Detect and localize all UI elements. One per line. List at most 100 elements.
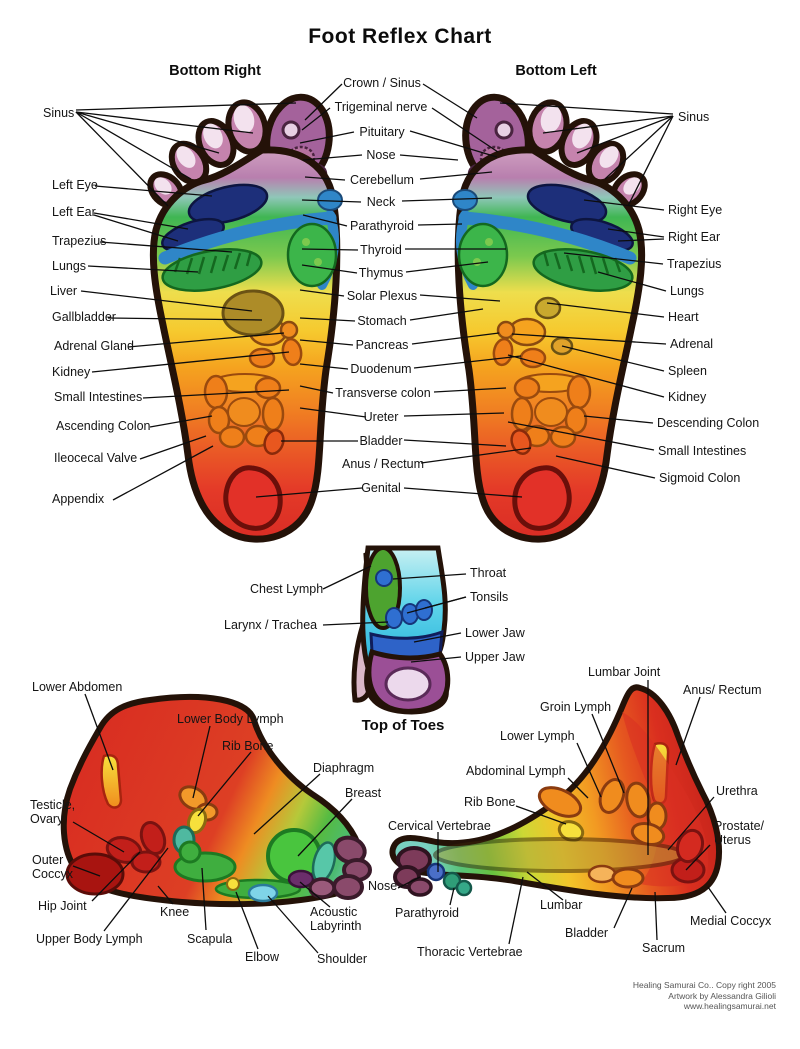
leader-line-chest-lymph — [322, 565, 372, 590]
liver-blob — [221, 289, 285, 337]
leader-line-parathyroid-top — [417, 223, 463, 226]
leader-line-nose-top — [399, 154, 459, 161]
leader-line-stomach — [299, 317, 356, 322]
leader-line-pituitary — [409, 130, 498, 158]
leader-line-genital — [403, 487, 523, 498]
leader-line-prostate-uterus — [685, 844, 711, 871]
leader-line-right-eye — [583, 199, 665, 211]
leader-line-liver — [80, 290, 253, 312]
leader-line-spleen — [561, 345, 665, 372]
leader-line-pancreas — [411, 332, 500, 345]
credit-line-2: Artwork by Alessandra Gilioli — [668, 990, 776, 1001]
leader-line-ureter — [403, 412, 505, 417]
leader-line-crown-sinus — [422, 83, 478, 119]
leader-line-small-intestines-right — [507, 421, 655, 451]
leader-line-solar-plexus — [299, 289, 345, 297]
leader-line-larynx-trachea — [322, 621, 389, 626]
leader-line-bladder-top — [403, 439, 507, 447]
leader-line-neck — [401, 197, 493, 202]
credit-line-3: www.healingsamurai.net — [683, 1001, 776, 1011]
leader-line-upper-body-lymph — [103, 847, 169, 932]
leader-line-tonsils — [424, 596, 467, 609]
leader-line-parathyroid-top — [302, 214, 348, 227]
leader-line-breast — [297, 798, 353, 857]
leader-line-upper-jaw — [410, 656, 462, 663]
leader-line-crown-sinus — [304, 83, 343, 121]
leader-line-ileocecal-valve — [139, 435, 207, 460]
leader-line-small-intestines-left — [142, 389, 290, 399]
leader-line-bladder-bottom — [613, 887, 633, 929]
leader-line-throat — [392, 573, 467, 580]
leader-line-abdominal-lymph — [567, 777, 589, 799]
side-view-left-foot-illustration — [60, 693, 372, 908]
page-title: Foot Reflex Chart — [308, 25, 492, 48]
leader-line-pancreas — [299, 339, 354, 346]
leader-line-lower-body-lymph — [192, 725, 211, 799]
leader-line-lungs-left — [87, 265, 199, 273]
bottom-right-foot-illustration — [144, 93, 342, 539]
leader-line-sinus-left — [75, 111, 192, 180]
leader-line-transverse-colon — [299, 385, 334, 394]
leader-line-right-ear — [617, 238, 665, 242]
leader-line-adrenal-right — [511, 333, 667, 345]
leader-line-anus-rectum-bottom — [675, 696, 701, 766]
leader-line-thoracic-vertebrae — [508, 876, 524, 945]
leader-line-cerebellum — [304, 176, 346, 181]
leader-line-sinus-left — [75, 102, 297, 111]
leader-line-scapula — [201, 867, 207, 931]
leader-line-left-ear — [93, 214, 179, 242]
leader-line-sinus-right — [627, 115, 674, 207]
leader-line-lungs-right — [597, 271, 667, 292]
leader-line-sinus-right — [604, 115, 674, 180]
leader-line-gallbladder — [107, 317, 263, 321]
leader-line-thymus — [405, 261, 489, 273]
leader-line-adrenal-gland — [127, 332, 285, 348]
leader-line-trapezius-left — [99, 241, 233, 253]
leader-line-trigeminal-nerve — [301, 107, 331, 131]
leader-line-transverse-colon — [433, 387, 507, 393]
leader-line-elbow — [235, 891, 259, 950]
leader-line-lower-abdomen — [84, 693, 114, 771]
leader-line-urethra — [667, 796, 715, 851]
leader-line-groin-lymph — [591, 713, 625, 794]
leader-line-medial-coccyx — [707, 886, 727, 914]
leader-line-sinus-right — [576, 115, 674, 154]
leader-line-sinus-left — [75, 111, 169, 207]
leader-line-genital — [255, 487, 363, 498]
credits: Healing Samurai Co.. Copy right 2005 Art… — [633, 980, 776, 1012]
leader-line-sinus-left — [75, 111, 220, 154]
leader-line-appendix — [112, 445, 214, 501]
top-of-toes-illustration — [351, 545, 451, 715]
side-view-right-foot-illustration — [389, 684, 722, 902]
leader-line-diaphragm — [253, 773, 321, 835]
leader-line-trapezius-right — [563, 252, 664, 265]
leader-line-lumbar — [526, 871, 564, 901]
leader-line-pituitary — [299, 131, 355, 144]
leader-line-sacrum — [654, 891, 658, 941]
leader-line-sigmoid-colon — [555, 455, 656, 479]
leader-line-trigeminal-nerve — [431, 107, 499, 153]
section-header-bottom-left: Bottom Left — [515, 63, 597, 79]
leader-line-lower-lymph — [576, 742, 602, 798]
leader-line-sinus-right — [542, 115, 674, 134]
section-header-bottom-right: Bottom Right — [169, 63, 261, 79]
leader-line-ascending-colon — [149, 415, 213, 428]
leader-line-kidney-left — [91, 351, 290, 373]
leader-line-cerebellum — [419, 171, 493, 180]
leader-line-duodenum — [413, 355, 522, 369]
leader-line-thymus — [301, 264, 358, 274]
leader-line-stomach — [409, 308, 484, 321]
leader-line-descending-colon — [583, 415, 654, 424]
leader-line-solar-plexus — [419, 294, 501, 302]
leader-line-duodenum — [299, 363, 349, 370]
heart-blob — [534, 296, 562, 320]
leader-line-knee — [157, 885, 174, 905]
credit-line-1: Healing Samurai Co.. Copy right 2005 — [632, 980, 776, 990]
leader-line-neck — [301, 199, 362, 203]
leader-line-heart — [546, 302, 665, 318]
leader-line-parathyroid-bottom — [449, 887, 455, 906]
leader-line-acoustic-labyrinth — [299, 881, 331, 908]
leader-line-rib-bone-left — [197, 751, 252, 817]
